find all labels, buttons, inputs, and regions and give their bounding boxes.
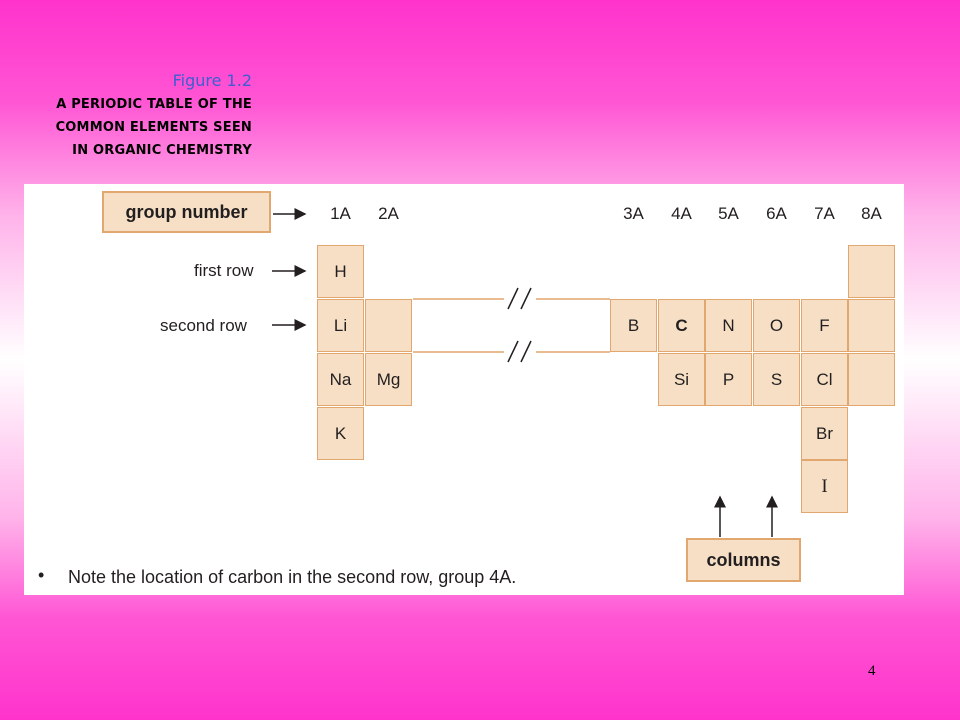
- element-cell-h: H: [317, 245, 364, 298]
- element-cell-si: Si: [658, 353, 705, 406]
- element-cell-o: O: [753, 299, 800, 352]
- columns-label: columns: [686, 538, 801, 582]
- group-header-3a: 3A: [623, 204, 644, 223]
- note-bullet: •: [38, 565, 45, 585]
- element-cell-empty-8a-2: [848, 299, 895, 352]
- element-cell-n: N: [705, 299, 752, 352]
- group-header-8a: 8A: [861, 204, 882, 223]
- element-cell-empty-2a: [365, 299, 412, 352]
- group-header-2a: 2A: [378, 204, 399, 223]
- element-cell-c: C: [658, 299, 705, 352]
- element-cell-b: B: [610, 299, 657, 352]
- element-cell-k: K: [317, 407, 364, 460]
- page-number: 4: [868, 663, 876, 679]
- second-row-label: second row: [160, 316, 247, 335]
- periodic-table-diagram: group number first row second row column…: [24, 184, 904, 595]
- figure-title-line-1: A periodic table of the: [56, 97, 252, 112]
- note-text: Note the location of carbon in the secon…: [68, 567, 517, 587]
- element-cell-s: S: [753, 353, 800, 406]
- group-header-6a: 6A: [766, 204, 787, 223]
- element-cell-cl: Cl: [801, 353, 848, 406]
- break-mark-top: [507, 287, 532, 310]
- figure-number: Figure 1.2: [172, 71, 252, 90]
- element-cell-f: F: [801, 299, 848, 352]
- figure-title-line-2: common elements seen: [55, 120, 252, 135]
- element-cell-p: P: [705, 353, 752, 406]
- element-cell-li: Li: [317, 299, 364, 352]
- figure-title-line-3: in organic chemistry: [72, 143, 252, 158]
- group-header-4a: 4A: [671, 204, 692, 223]
- element-cell-empty-8a-3: [848, 353, 895, 406]
- break-mark-bottom: [507, 340, 532, 363]
- group-header-1a: 1A: [330, 204, 351, 223]
- group-number-label: group number: [102, 191, 271, 233]
- element-cell-br: Br: [801, 407, 848, 460]
- element-cell-mg: Mg: [365, 353, 412, 406]
- element-cell-empty-8a-1: [848, 245, 895, 298]
- first-row-label: first row: [194, 261, 254, 280]
- diagram-lines: [272, 208, 778, 537]
- group-header-7a: 7A: [814, 204, 835, 223]
- element-cell-na: Na: [317, 353, 364, 406]
- element-cell-i: I: [801, 460, 848, 513]
- group-header-5a: 5A: [718, 204, 739, 223]
